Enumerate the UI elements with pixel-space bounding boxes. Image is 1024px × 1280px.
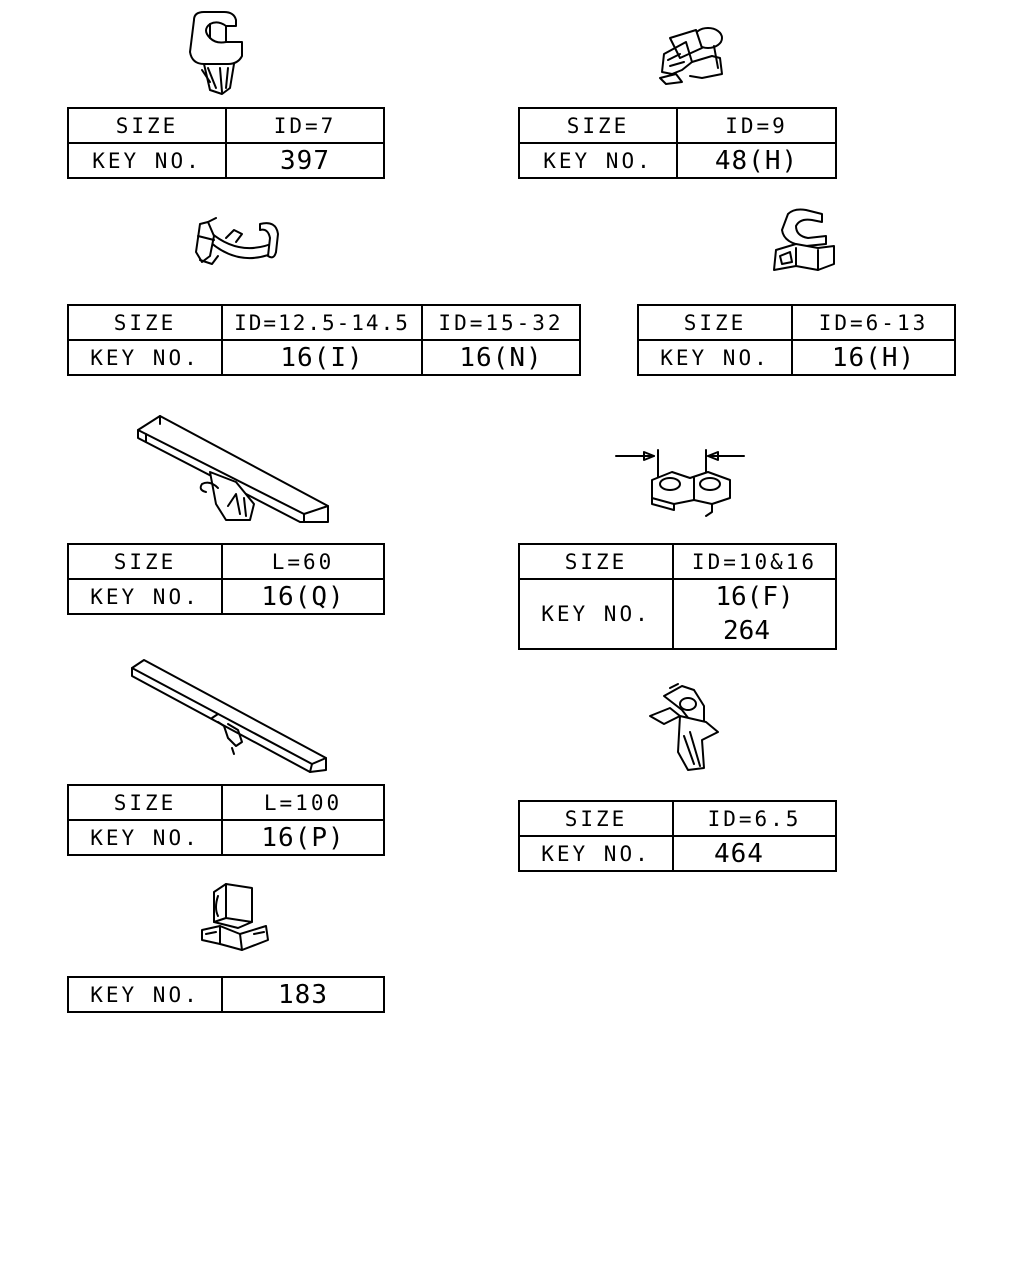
size-label: SIZE	[67, 107, 227, 144]
size-value: ID=6-13	[791, 304, 956, 341]
spec-table: SIZE ID=10&16 KEY NO. 16(F) 264	[518, 543, 837, 650]
size-value: ID=12.5-14.5	[221, 304, 423, 341]
key-label: KEY NO.	[518, 142, 678, 179]
spec-table: SIZE ID=7 KEY NO. 397	[67, 107, 385, 179]
key-value: 16(H)	[791, 339, 956, 376]
spec-table: SIZE ID=6-13 KEY NO. 16(H)	[637, 304, 956, 376]
spec-table: SIZE ID=9 KEY NO. 48(H)	[518, 107, 837, 179]
key-label: KEY NO.	[67, 339, 223, 376]
size-label: SIZE	[637, 304, 793, 341]
hole-clip-icon	[189, 11, 243, 95]
size-value: ID=9	[676, 107, 837, 144]
twin-pipe-clip-icon	[615, 449, 745, 517]
key-value: 464	[672, 835, 837, 872]
key-value: 16(F)	[715, 582, 794, 612]
key-value: 264	[723, 616, 770, 646]
protector-clip-long-icon	[131, 659, 327, 773]
protector-clip-short-icon	[137, 415, 329, 523]
key-label: KEY NO.	[67, 819, 223, 856]
double-clip-icon	[773, 208, 835, 271]
hose-clip-icon	[659, 27, 723, 85]
size-label: SIZE	[518, 543, 674, 580]
connector-clip-icon	[201, 883, 269, 951]
key-label: KEY NO.	[637, 339, 793, 376]
size-label: SIZE	[518, 800, 674, 837]
spec-table: SIZE L=60 KEY NO. 16(Q)	[67, 543, 385, 615]
size-label: SIZE	[67, 543, 223, 580]
key-value: 16(N)	[421, 339, 581, 376]
key-value: 16(P)	[221, 819, 385, 856]
key-label: KEY NO.	[67, 578, 223, 615]
size-value: L=100	[221, 784, 385, 821]
key-value: 16(Q)	[221, 578, 385, 615]
spec-table: KEY NO. 183	[67, 976, 385, 1013]
key-label: KEY NO.	[67, 976, 223, 1013]
key-value: 183	[221, 976, 385, 1013]
pipe-clip-icon	[649, 683, 719, 771]
spec-table: SIZE ID=12.5-14.5 ID=15-32 KEY NO. 16(I)…	[67, 304, 581, 376]
size-value: ID=10&16	[672, 543, 837, 580]
key-value: 48(H)	[676, 142, 837, 179]
size-label: SIZE	[518, 107, 678, 144]
key-value: 397	[225, 142, 385, 179]
spec-table: SIZE ID=6.5 KEY NO. 464	[518, 800, 837, 872]
size-label: SIZE	[67, 304, 223, 341]
size-value: ID=6.5	[672, 800, 837, 837]
key-label: KEY NO.	[67, 142, 227, 179]
size-label: SIZE	[67, 784, 223, 821]
key-label: KEY NO.	[518, 578, 674, 650]
key-label: KEY NO.	[518, 835, 674, 872]
size-value: L=60	[221, 543, 385, 580]
size-value: ID=7	[225, 107, 385, 144]
spec-table: SIZE L=100 KEY NO. 16(P)	[67, 784, 385, 856]
key-value: 16(I)	[221, 339, 423, 376]
band-clamp-icon	[195, 217, 279, 265]
size-value: ID=15-32	[421, 304, 581, 341]
key-value-cell: 16(F) 264	[672, 578, 837, 650]
